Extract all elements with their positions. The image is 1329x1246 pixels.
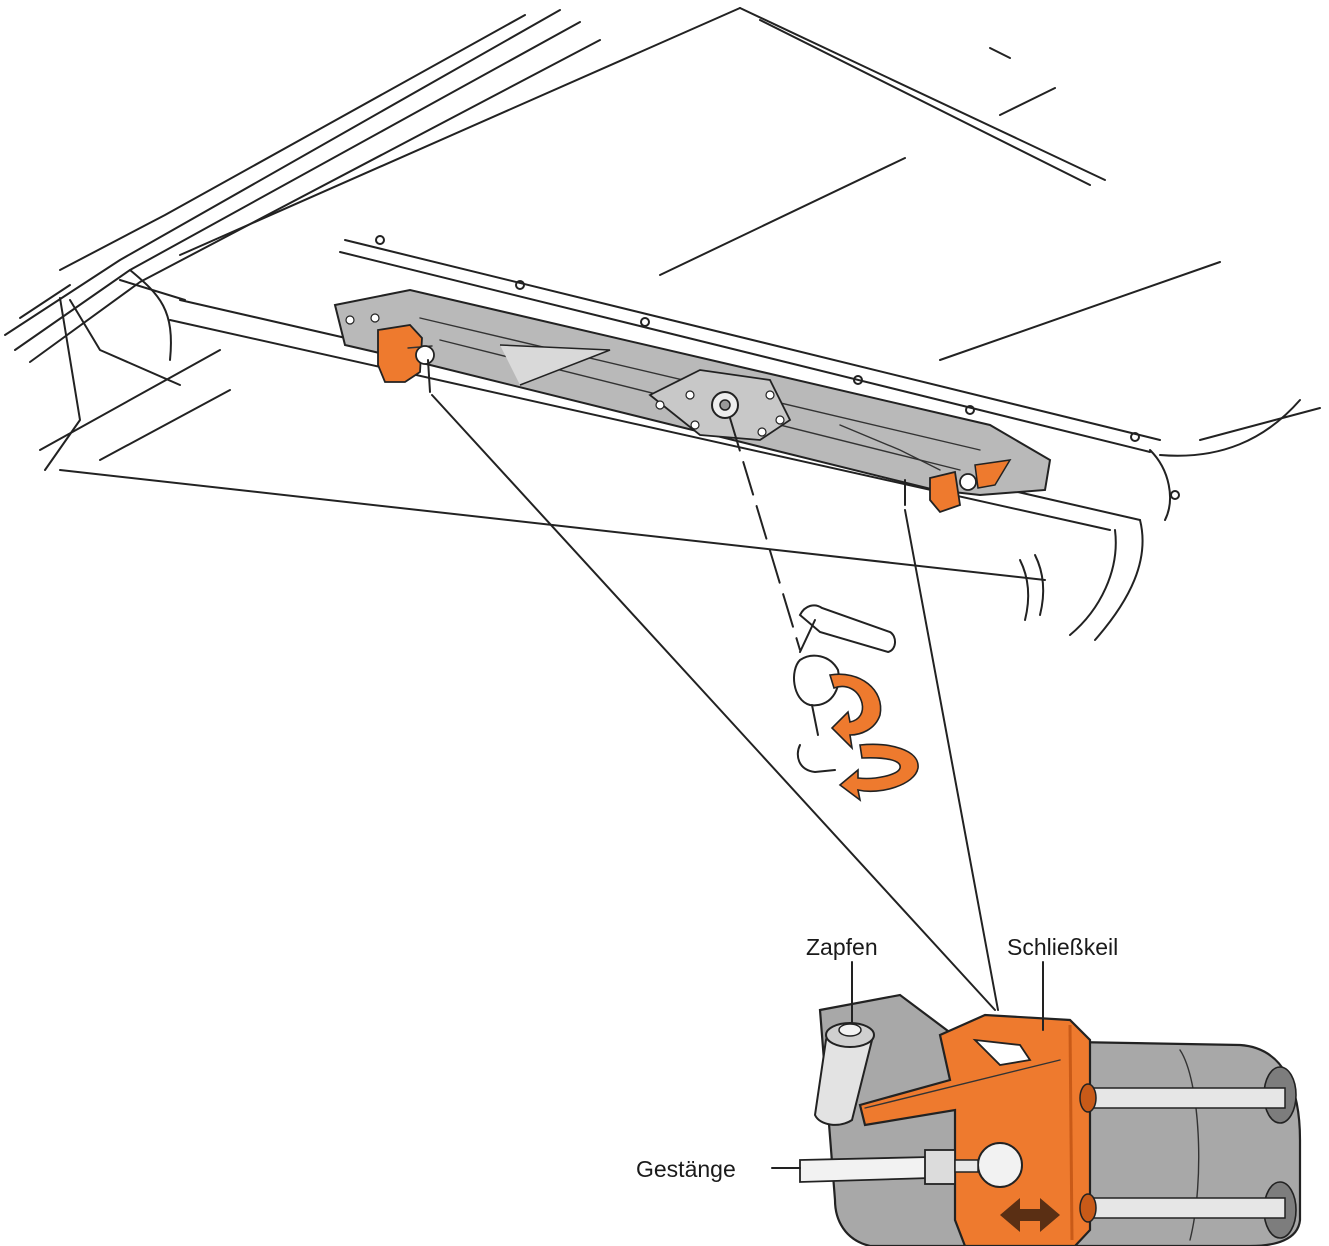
double-headed-arrow-icon: [1000, 1198, 1060, 1232]
roof-frame-lines: [4, 7, 1321, 641]
orange-curved-arrow-icon: [828, 673, 919, 802]
label-gestaenge: Gestänge: [636, 1156, 736, 1182]
label-leaders: [771, 961, 1044, 1169]
zapfen-pin: [813, 1022, 875, 1126]
right-latch-wedge: [904, 459, 1012, 514]
label-schliesskeil: Schließkeil: [1007, 934, 1119, 960]
schliesskeil-wedge: [858, 1013, 1097, 1246]
latch-rail: [333, 288, 1052, 497]
t-handle: [793, 604, 896, 773]
left-latch-wedge: [377, 324, 435, 393]
label-zapfen: Zapfen: [806, 934, 878, 960]
leader-lines: [431, 394, 999, 1011]
gestaenge-rod: [799, 1142, 1023, 1188]
